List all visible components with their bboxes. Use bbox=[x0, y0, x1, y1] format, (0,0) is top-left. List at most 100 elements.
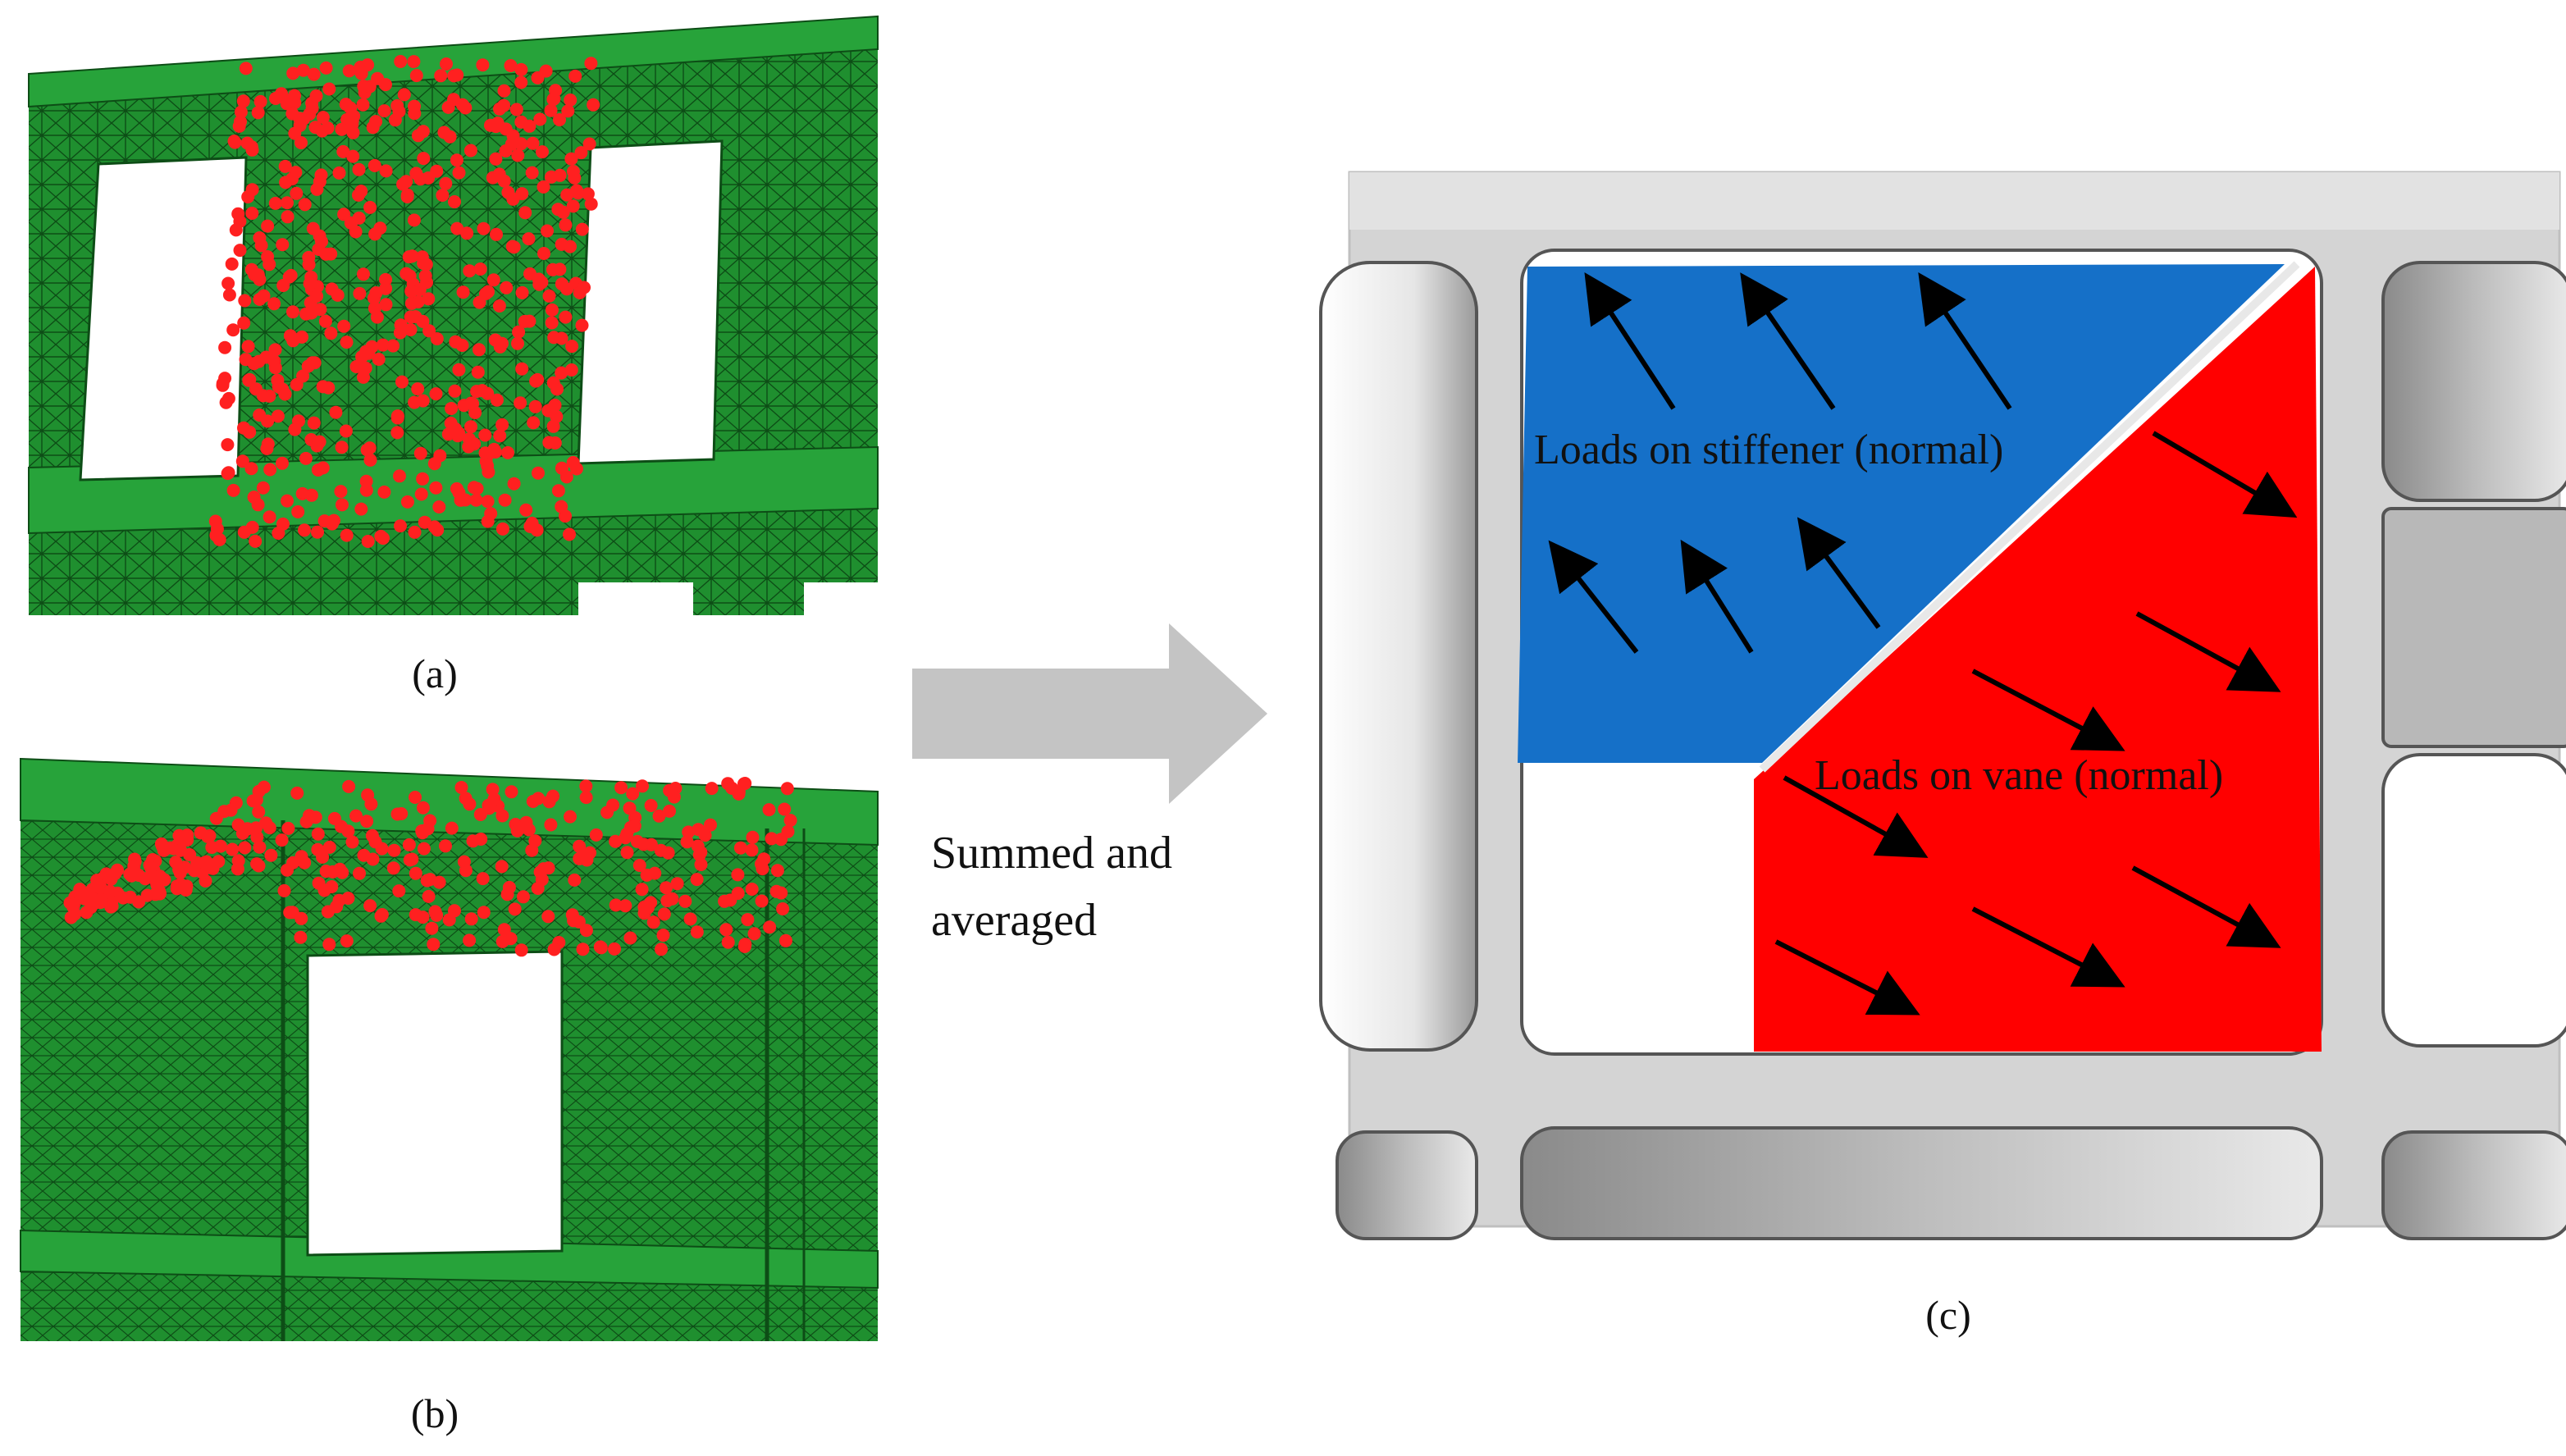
mesh-node-point bbox=[473, 262, 487, 276]
vane-load-arrow bbox=[1971, 669, 2125, 751]
mesh-node-point bbox=[312, 876, 326, 890]
mesh-node-point bbox=[680, 835, 694, 849]
mesh-node-point bbox=[226, 483, 240, 497]
mesh-node-point bbox=[148, 888, 162, 901]
mesh-node-point bbox=[555, 331, 568, 345]
mesh-node-point bbox=[292, 414, 305, 428]
mesh-node-point bbox=[293, 119, 307, 132]
mesh-node-point bbox=[390, 807, 404, 821]
mesh-node-point bbox=[564, 94, 578, 107]
mesh-node-point bbox=[413, 446, 427, 460]
mesh-node-point bbox=[476, 58, 490, 72]
mesh-node-point bbox=[484, 507, 498, 521]
mesh-node-point bbox=[283, 906, 297, 920]
mesh-node-point bbox=[525, 516, 539, 530]
stiffener-load-arrows bbox=[1548, 272, 2012, 654]
mesh-node-point bbox=[212, 532, 226, 546]
stiffener-region bbox=[1518, 264, 2285, 763]
mesh-node-point bbox=[694, 858, 708, 871]
mesh-node-point bbox=[354, 64, 367, 78]
mesh-node-point bbox=[218, 340, 232, 354]
mesh-node-point bbox=[553, 262, 567, 276]
mesh-node-point bbox=[353, 286, 367, 300]
mesh-node-point bbox=[356, 98, 370, 112]
mesh-node-point bbox=[454, 781, 468, 794]
mesh-node-point bbox=[462, 440, 476, 454]
mesh-node-point bbox=[281, 196, 294, 210]
panel-b-mesh bbox=[20, 757, 879, 1341]
mesh-node-point bbox=[469, 493, 483, 507]
mesh-node-point bbox=[574, 146, 588, 160]
mesh-node-point bbox=[318, 314, 332, 328]
mesh-node-point bbox=[422, 292, 436, 306]
mesh-node-point bbox=[335, 122, 349, 136]
mesh-node-point bbox=[236, 94, 250, 108]
mesh-node-point bbox=[415, 824, 429, 838]
mesh-node-point bbox=[354, 502, 368, 516]
mesh-node-point bbox=[252, 805, 266, 819]
mesh-node-point bbox=[271, 409, 285, 423]
mesh-node-point bbox=[416, 394, 430, 408]
mesh-node-point bbox=[252, 859, 266, 873]
mesh-node-point bbox=[411, 382, 425, 396]
mesh-node-point bbox=[568, 873, 582, 887]
mesh-node-point bbox=[509, 103, 523, 116]
mesh-node-point bbox=[234, 105, 248, 119]
mesh-node-point bbox=[528, 399, 542, 413]
mesh-node-point bbox=[251, 498, 265, 512]
vane-load-arrow bbox=[1971, 906, 2125, 988]
mesh-node-point bbox=[473, 343, 486, 357]
mesh-node-point bbox=[525, 166, 539, 180]
mesh-node-point bbox=[298, 198, 312, 212]
mesh-node-point bbox=[407, 55, 421, 69]
mesh-node-point bbox=[288, 89, 301, 103]
mesh-node-point bbox=[290, 186, 304, 200]
mesh-node-point bbox=[286, 66, 300, 80]
mesh-node-point bbox=[368, 291, 381, 305]
mesh-node-point bbox=[342, 64, 356, 78]
mesh-node-point bbox=[718, 894, 732, 908]
mesh-node-point bbox=[511, 148, 525, 162]
mesh-node-point bbox=[548, 399, 562, 412]
mesh-node-point bbox=[403, 853, 417, 867]
mesh-node-point bbox=[395, 375, 409, 389]
panel-c-bottom-slot-3 bbox=[2381, 1130, 2566, 1240]
mesh-node-point bbox=[281, 494, 294, 508]
mesh-node-point bbox=[237, 316, 251, 330]
mesh-node-point bbox=[526, 136, 540, 150]
mesh-node-point bbox=[303, 276, 317, 290]
mesh-node-point bbox=[490, 393, 504, 407]
mesh-node-point bbox=[564, 363, 578, 377]
mesh-node-point bbox=[449, 335, 463, 349]
mesh-node-point bbox=[217, 805, 231, 819]
panel-a-opening-left bbox=[79, 156, 248, 482]
mesh-node-point bbox=[545, 316, 559, 330]
mesh-node-point bbox=[486, 171, 500, 185]
mesh-node-point bbox=[253, 840, 267, 854]
mesh-node-point bbox=[783, 814, 797, 828]
mesh-node-point bbox=[518, 206, 532, 220]
mesh-node-point bbox=[376, 338, 390, 352]
mesh-node-point bbox=[231, 862, 244, 876]
mesh-node-point bbox=[572, 915, 586, 929]
mesh-node-point bbox=[221, 276, 235, 290]
mesh-node-point bbox=[170, 882, 184, 896]
mesh-node-point bbox=[481, 495, 495, 509]
mesh-node-point bbox=[174, 843, 188, 857]
mesh-node-point bbox=[322, 381, 336, 395]
mesh-node-point bbox=[455, 98, 469, 112]
mesh-node-point bbox=[501, 445, 514, 459]
mesh-node-point bbox=[139, 872, 153, 886]
stiffener-load-arrow bbox=[1797, 517, 1881, 629]
mesh-node-point bbox=[259, 816, 273, 830]
mesh-node-point bbox=[315, 235, 328, 249]
mesh-node-point bbox=[756, 862, 769, 876]
mesh-node-point bbox=[683, 912, 697, 926]
mesh-node-point bbox=[556, 205, 570, 219]
mesh-node-point bbox=[307, 67, 321, 81]
mesh-node-point bbox=[361, 788, 375, 802]
panel-c-bottom-slot-2 bbox=[1520, 1126, 2323, 1240]
mesh-node-point bbox=[238, 841, 252, 855]
mesh-node-point bbox=[536, 180, 550, 194]
mesh-node-point bbox=[559, 310, 573, 324]
